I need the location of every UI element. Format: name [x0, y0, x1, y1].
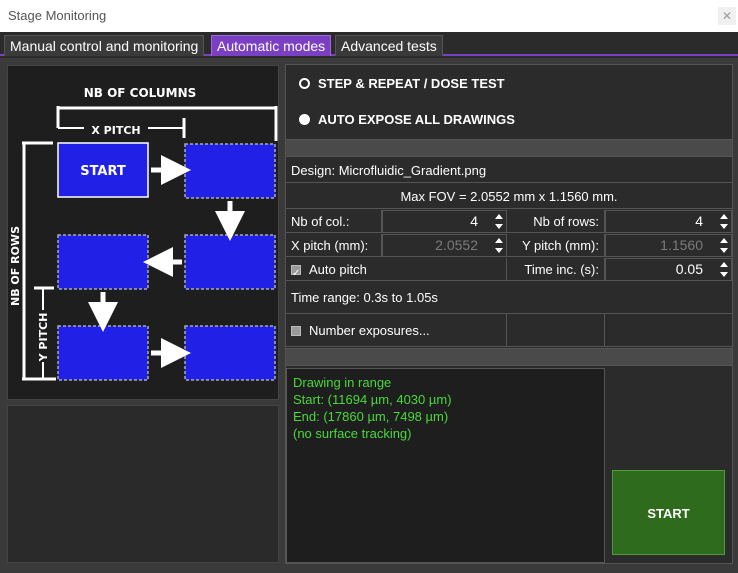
number-exposures-checkbox[interactable]: [291, 325, 301, 336]
status-log: Drawing in range Start: (11694 µm, 4030 …: [286, 368, 605, 563]
spinner-arrows-icon[interactable]: [719, 260, 729, 279]
time-inc-label: Time inc. (s):: [507, 258, 605, 281]
window-title: Stage Monitoring: [8, 8, 107, 23]
y-pitch-label: Y pitch (mm):: [507, 234, 605, 257]
nb-cols-label: Nb of col.:: [286, 210, 382, 233]
block-r3c2: [184, 325, 276, 381]
spinner-arrows-icon[interactable]: [494, 212, 504, 231]
fov-row: Max FOV = 2.0552 mm x 1.1560 mm.: [286, 184, 732, 209]
x-pitch-spinbox[interactable]: 2.0552: [382, 234, 507, 257]
log-line: Start: (11694 µm, 4030 µm): [293, 392, 452, 407]
log-line: End: (17860 µm, 7498 µm): [293, 409, 449, 424]
tab-bar: Manual control and monitoring Automatic …: [0, 32, 738, 56]
step-repeat-label: STEP & REPEAT / DOSE TEST: [318, 75, 505, 91]
step-repeat-diagram: NB OF COLUMNS X PITCH NB OF ROWS Y PITCH: [7, 65, 279, 400]
y-pitch-spinbox[interactable]: 1.1560: [605, 234, 732, 257]
block-r2c2: [184, 234, 276, 290]
design-row: Design: Microfluidic_Gradient.png: [286, 158, 732, 183]
start-button[interactable]: START: [612, 470, 725, 555]
empty-cell: [605, 314, 732, 347]
auto-pitch-label: Auto pitch: [309, 262, 367, 277]
title-bar: Stage Monitoring ✕: [0, 0, 738, 32]
nb-rows-spinbox[interactable]: 4: [605, 210, 732, 233]
spinner-arrows-icon[interactable]: [494, 236, 504, 255]
section-separator-1: [286, 139, 732, 157]
close-icon[interactable]: ✕: [718, 7, 736, 25]
x-pitch-label: X pitch (mm):: [286, 234, 382, 257]
x-pitch-label: X PITCH: [91, 124, 140, 137]
log-line: (no surface tracking): [293, 426, 412, 441]
auto-expose-radio[interactable]: [299, 113, 310, 125]
x-pitch-value: 2.0552: [435, 237, 478, 253]
log-line: Drawing in range: [293, 375, 392, 390]
y-pitch-value: 1.1560: [660, 237, 703, 253]
nb-rows-label: NB OF ROWS: [9, 226, 22, 306]
tab-manual-control[interactable]: Manual control and monitoring: [4, 35, 205, 56]
block-r3c1: [57, 325, 149, 381]
block-r1c2: [184, 143, 276, 199]
block-r2c1: [57, 234, 149, 290]
start-block-label: START: [80, 164, 126, 179]
diagram-svg: NB OF COLUMNS X PITCH NB OF ROWS Y PITCH: [9, 86, 278, 381]
tab-advanced-tests[interactable]: Advanced tests: [335, 35, 443, 56]
auto-pitch-checkbox[interactable]: [291, 262, 301, 285]
number-exposures-row[interactable]: Number exposures...: [286, 314, 507, 347]
nb-cols-value: 4: [470, 213, 478, 229]
y-pitch-label: Y PITCH: [37, 313, 50, 363]
mode-step-repeat[interactable]: STEP & REPEAT / DOSE TEST: [286, 65, 732, 101]
app-window: Manual control and monitoring Automatic …: [0, 32, 738, 573]
step-repeat-radio[interactable]: [299, 77, 310, 89]
spinner-arrows-icon[interactable]: [719, 212, 729, 231]
time-inc-value: 0.05: [675, 261, 703, 277]
empty-cell: [507, 314, 605, 347]
auto-pitch-row[interactable]: Auto pitch: [286, 258, 507, 285]
start-block: [57, 142, 149, 198]
nb-cols-spinbox[interactable]: 4: [382, 210, 507, 233]
preview-panel: [7, 405, 279, 563]
spinner-arrows-icon[interactable]: [719, 236, 729, 255]
number-exposures-label: Number exposures...: [309, 323, 430, 338]
section-separator-2: [286, 348, 732, 366]
tab-automatic-modes[interactable]: Automatic modes: [211, 35, 332, 56]
nb-rows-label: Nb of rows:: [507, 210, 605, 233]
time-inc-spinbox[interactable]: 0.05: [605, 258, 732, 281]
automatic-modes-panel: STEP & REPEAT / DOSE TEST AUTO EXPOSE AL…: [285, 64, 733, 564]
tab-content: NB OF COLUMNS X PITCH NB OF ROWS Y PITCH: [0, 58, 738, 573]
nb-rows-value: 4: [695, 213, 703, 229]
nb-columns-label: NB OF COLUMNS: [84, 86, 197, 100]
auto-expose-label: AUTO EXPOSE ALL DRAWINGS: [318, 111, 515, 127]
mode-auto-expose[interactable]: AUTO EXPOSE ALL DRAWINGS: [286, 101, 732, 137]
time-range-row: Time range: 0.3s to 1.05s: [286, 282, 732, 314]
